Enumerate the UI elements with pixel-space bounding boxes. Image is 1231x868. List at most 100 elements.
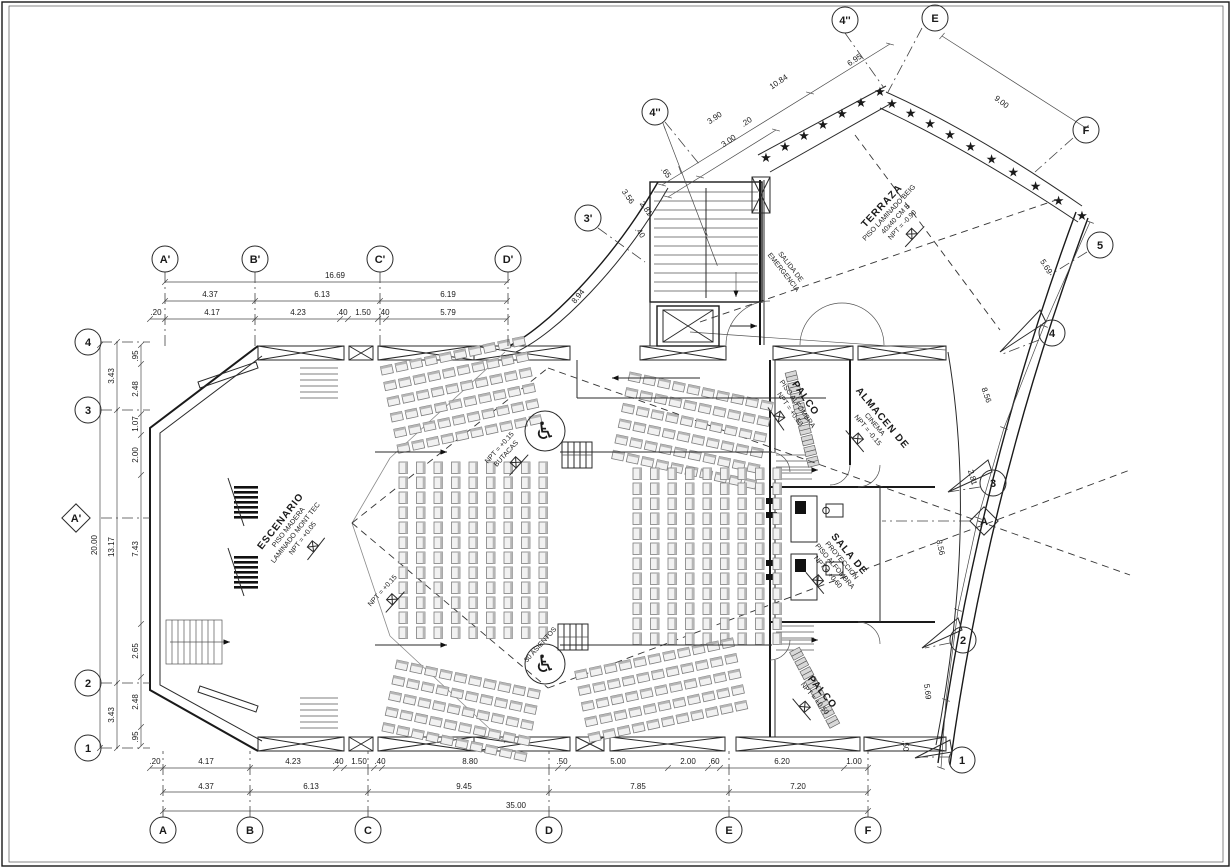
dim-text: .20: [149, 757, 161, 766]
star-icon: ★: [817, 117, 829, 132]
grid-bubble-1: 1: [948, 746, 976, 774]
aisles: ♿♿: [375, 360, 826, 685]
grid-bubble-3: 3: [979, 469, 1007, 497]
grid-bubble-E: E: [921, 4, 949, 32]
grid-bubble-A': A': [151, 245, 179, 273]
dim-text: 6.19: [440, 290, 456, 299]
dim-text: .65: [659, 165, 673, 180]
dim-text: .50: [901, 740, 911, 752]
dim-text: 8.56: [979, 386, 993, 404]
grid-bubble-label: A: [980, 516, 988, 528]
star-icon: ★: [1076, 208, 1088, 223]
grid-bubble-label: B: [246, 825, 254, 837]
dim-text: 2.48: [131, 381, 140, 397]
grid-bubble-label: 4'': [839, 15, 851, 27]
dim-text: 2.65: [131, 643, 140, 659]
grid-bubble-label: 1: [85, 743, 91, 755]
star-icon: ★: [855, 95, 867, 110]
wheelchair-icon: ♿: [534, 418, 556, 445]
dim-text: 8.56: [934, 539, 946, 557]
grid-bubble-label: E: [931, 13, 938, 25]
dim-text: 4.37: [198, 782, 214, 791]
grid-bubble-D': D': [494, 245, 522, 273]
star-icon: ★: [779, 139, 791, 154]
dim-text: 3.00: [720, 133, 738, 149]
grid-bubble-F: F: [1072, 116, 1100, 144]
seat-column-bank: [632, 467, 782, 645]
grid-bubble-label: F: [865, 825, 872, 837]
curved-facade: [914, 211, 1089, 766]
grid-bubble-4: 4: [1038, 319, 1066, 347]
stage-left-stair: [165, 619, 230, 665]
palco-seat-strip: [784, 370, 820, 468]
palco-bottom-stairs: [776, 625, 818, 651]
star-icon: ★: [944, 127, 956, 142]
dim-text: .40: [336, 308, 348, 317]
level-marker-icon: [792, 698, 812, 721]
star-icon: ★: [1053, 193, 1065, 208]
grid-bubble-label: C': [375, 254, 386, 266]
grid-bubble-label: 4'': [649, 107, 661, 119]
grid-bubble-E: E: [715, 816, 743, 844]
grid-bubble-label: C: [364, 825, 372, 837]
rooms: [769, 360, 935, 729]
dim-text: 4.17: [198, 757, 214, 766]
grid-bubble-4: 4: [74, 328, 102, 356]
grid-bubble-F: F: [854, 816, 882, 844]
grid-bubble-3': 3': [574, 204, 602, 232]
grid-bubble-C: C: [354, 816, 382, 844]
star-icon: ★: [1030, 178, 1042, 193]
dim-text: 7.85: [630, 782, 646, 791]
seating-banks: [379, 335, 782, 762]
dim-text: 1.50: [351, 757, 367, 766]
dim-text: .40: [374, 757, 386, 766]
grid-bubble-label: 1: [959, 755, 965, 767]
seat-row-bank: [379, 335, 543, 454]
level-marker-icon: [767, 407, 786, 431]
dim-text: .40: [332, 757, 344, 766]
grid-bubble-D: D: [535, 816, 563, 844]
grid-bubble-A': A': [61, 503, 91, 533]
dim-text: .20: [739, 115, 754, 129]
dim-text: 13.17: [107, 536, 116, 557]
grid-bubble-2: 2: [74, 669, 102, 697]
grid-bubble-label: 3: [990, 478, 996, 490]
dim-text: 7.20: [790, 782, 806, 791]
dim-text: 3.90: [706, 110, 724, 126]
grid-bubble-label: 2: [960, 635, 966, 647]
dim-text: 6.13: [303, 782, 319, 791]
grid-bubble-B': B': [241, 245, 269, 273]
seat-column-bank: [398, 461, 531, 639]
wheelchair-icon: ♿: [534, 651, 556, 678]
dim-text: 4.17: [204, 308, 220, 317]
dim-text: 3.43: [107, 368, 116, 384]
dim-text: 1.00: [846, 757, 862, 766]
dim-text: 10.84: [768, 72, 790, 91]
terraza: ★★★★★★★★★★★★★★★★★: [689, 84, 1088, 351]
star-icon: ★: [965, 139, 977, 154]
star-icon: ★: [1008, 164, 1020, 179]
elevator: [504, 181, 885, 353]
dim-text: 3.43: [107, 707, 116, 723]
level-marker-icon: [904, 226, 925, 248]
star-icon: ★: [760, 150, 772, 165]
grid-bubble-label: D': [503, 254, 514, 266]
grid-bubble-label: A: [159, 825, 167, 837]
dim-text: 20.00: [90, 534, 99, 555]
seat-column-bank: [538, 461, 548, 639]
dim-text: 1.07: [131, 416, 140, 432]
grid-bubble-label: 4: [85, 337, 92, 349]
wheelchair-icon: ♿: [524, 643, 566, 685]
star-icon: ★: [924, 116, 936, 131]
grid-bubble-label: 4: [1049, 328, 1056, 340]
dim-text: 3.56: [620, 188, 637, 206]
dim-text: 9.00: [993, 94, 1011, 111]
dim-text: 1.50: [355, 308, 371, 317]
dim-text: 4.23: [290, 308, 306, 317]
dim-text: 8.94: [570, 287, 587, 305]
